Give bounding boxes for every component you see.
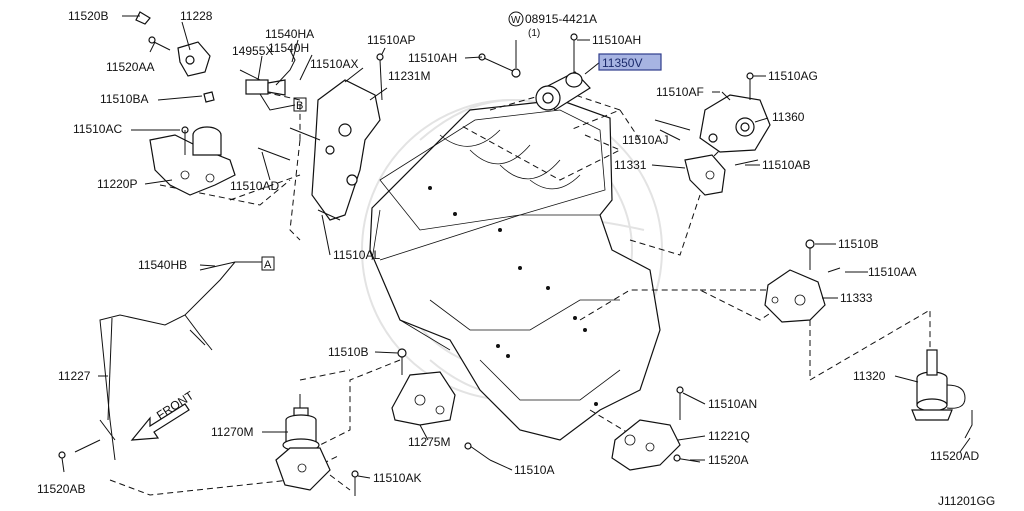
- bracket-11333: [764, 239, 841, 323]
- callout-11221q: 11221Q: [708, 429, 750, 443]
- ref-a: A: [264, 259, 272, 271]
- callout-11510ad: 11510AD: [230, 179, 279, 193]
- callout-08915-4421a: 08915-4421A: [525, 12, 597, 26]
- leader-lines: [61, 15, 971, 479]
- callout-11520ab: 11520AB: [37, 482, 86, 496]
- callout-11220p: 11220P: [97, 177, 137, 191]
- callout-11510ah-left: 11510AH: [408, 51, 457, 65]
- mount-11360: [654, 72, 771, 153]
- callout-11320: 11320: [853, 369, 886, 383]
- callout-11510ac: 11510AC: [73, 122, 122, 136]
- bolt-11510ak: [351, 470, 359, 496]
- insulator-11270m: [275, 394, 331, 491]
- engine-assembly: [369, 99, 661, 441]
- callout-11350v: 11350V: [602, 56, 642, 70]
- callout-11227: 11227: [58, 369, 91, 383]
- callout-11331: 11331: [614, 158, 647, 172]
- callout-11540ha: 11540HA: [265, 27, 314, 41]
- callout-11540h: 11540H: [268, 41, 309, 55]
- callout-labels: 11520B 11228 11520AA 14955X 11540HA 1154…: [37, 9, 995, 508]
- callout-11510ag: 11510AG: [768, 69, 818, 83]
- washer-prefix: W: [511, 15, 521, 26]
- callout-11520aa-top: 11520AA: [106, 60, 155, 74]
- callout-11275m: 11275M: [408, 435, 450, 449]
- callout-11510ak: 11510AK: [373, 471, 422, 485]
- callout-11510aj: 11510AJ: [622, 133, 668, 147]
- sensor-14955x: [239, 49, 296, 111]
- callout-11510ah-right: 11510AH: [592, 33, 641, 47]
- bracket-11331: [684, 154, 759, 196]
- front-arrow: [130, 403, 190, 441]
- mount-11220p: [149, 91, 236, 196]
- callout-11228: 11228: [180, 9, 213, 23]
- callout-11540hb: 11540HB: [138, 258, 187, 272]
- insulator-11320: [911, 349, 973, 439]
- callout-14955x: 14955X: [232, 44, 273, 58]
- figure-id: J11201GG: [938, 494, 995, 508]
- bracket-11275m: [391, 348, 491, 461]
- ref-b: B: [296, 100, 303, 112]
- callout-11520ad: 11520AD: [930, 449, 979, 463]
- rod-11540hb: [58, 261, 262, 461]
- highlight-11350v: [598, 53, 662, 71]
- callout-11510an: 11510AN: [708, 397, 757, 411]
- callout-11510ax: 11510AX: [310, 57, 359, 71]
- callout-11510b-center: 11510B: [328, 345, 368, 359]
- callout-11231m: 11231M: [388, 69, 430, 83]
- bracket-11228: [135, 11, 211, 77]
- callout-11520a: 11520A: [708, 453, 748, 467]
- callout-11333: 11333: [840, 291, 873, 305]
- callout-11360: 11360: [772, 110, 805, 124]
- callout-08915-qty: (1): [528, 28, 540, 39]
- bracket-11221q: [611, 386, 701, 471]
- callout-11510ap: 11510AP: [367, 33, 416, 47]
- callout-11510ba: 11510BA: [100, 92, 149, 106]
- callout-11510a: 11510A: [514, 463, 554, 477]
- callout-11520b: 11520B: [68, 9, 108, 23]
- callout-11510b-right: 11510B: [838, 237, 878, 251]
- torque-rod-11350v: [478, 33, 591, 111]
- callout-11510ab: 11510AB: [762, 158, 811, 172]
- callout-11510al: 11510AL: [333, 248, 380, 262]
- bracket-11231m: [257, 53, 384, 221]
- callout-11510af: 11510AF: [656, 85, 704, 99]
- callout-11510aa: 11510AA: [868, 265, 917, 279]
- callout-11270m: 11270M: [211, 425, 253, 439]
